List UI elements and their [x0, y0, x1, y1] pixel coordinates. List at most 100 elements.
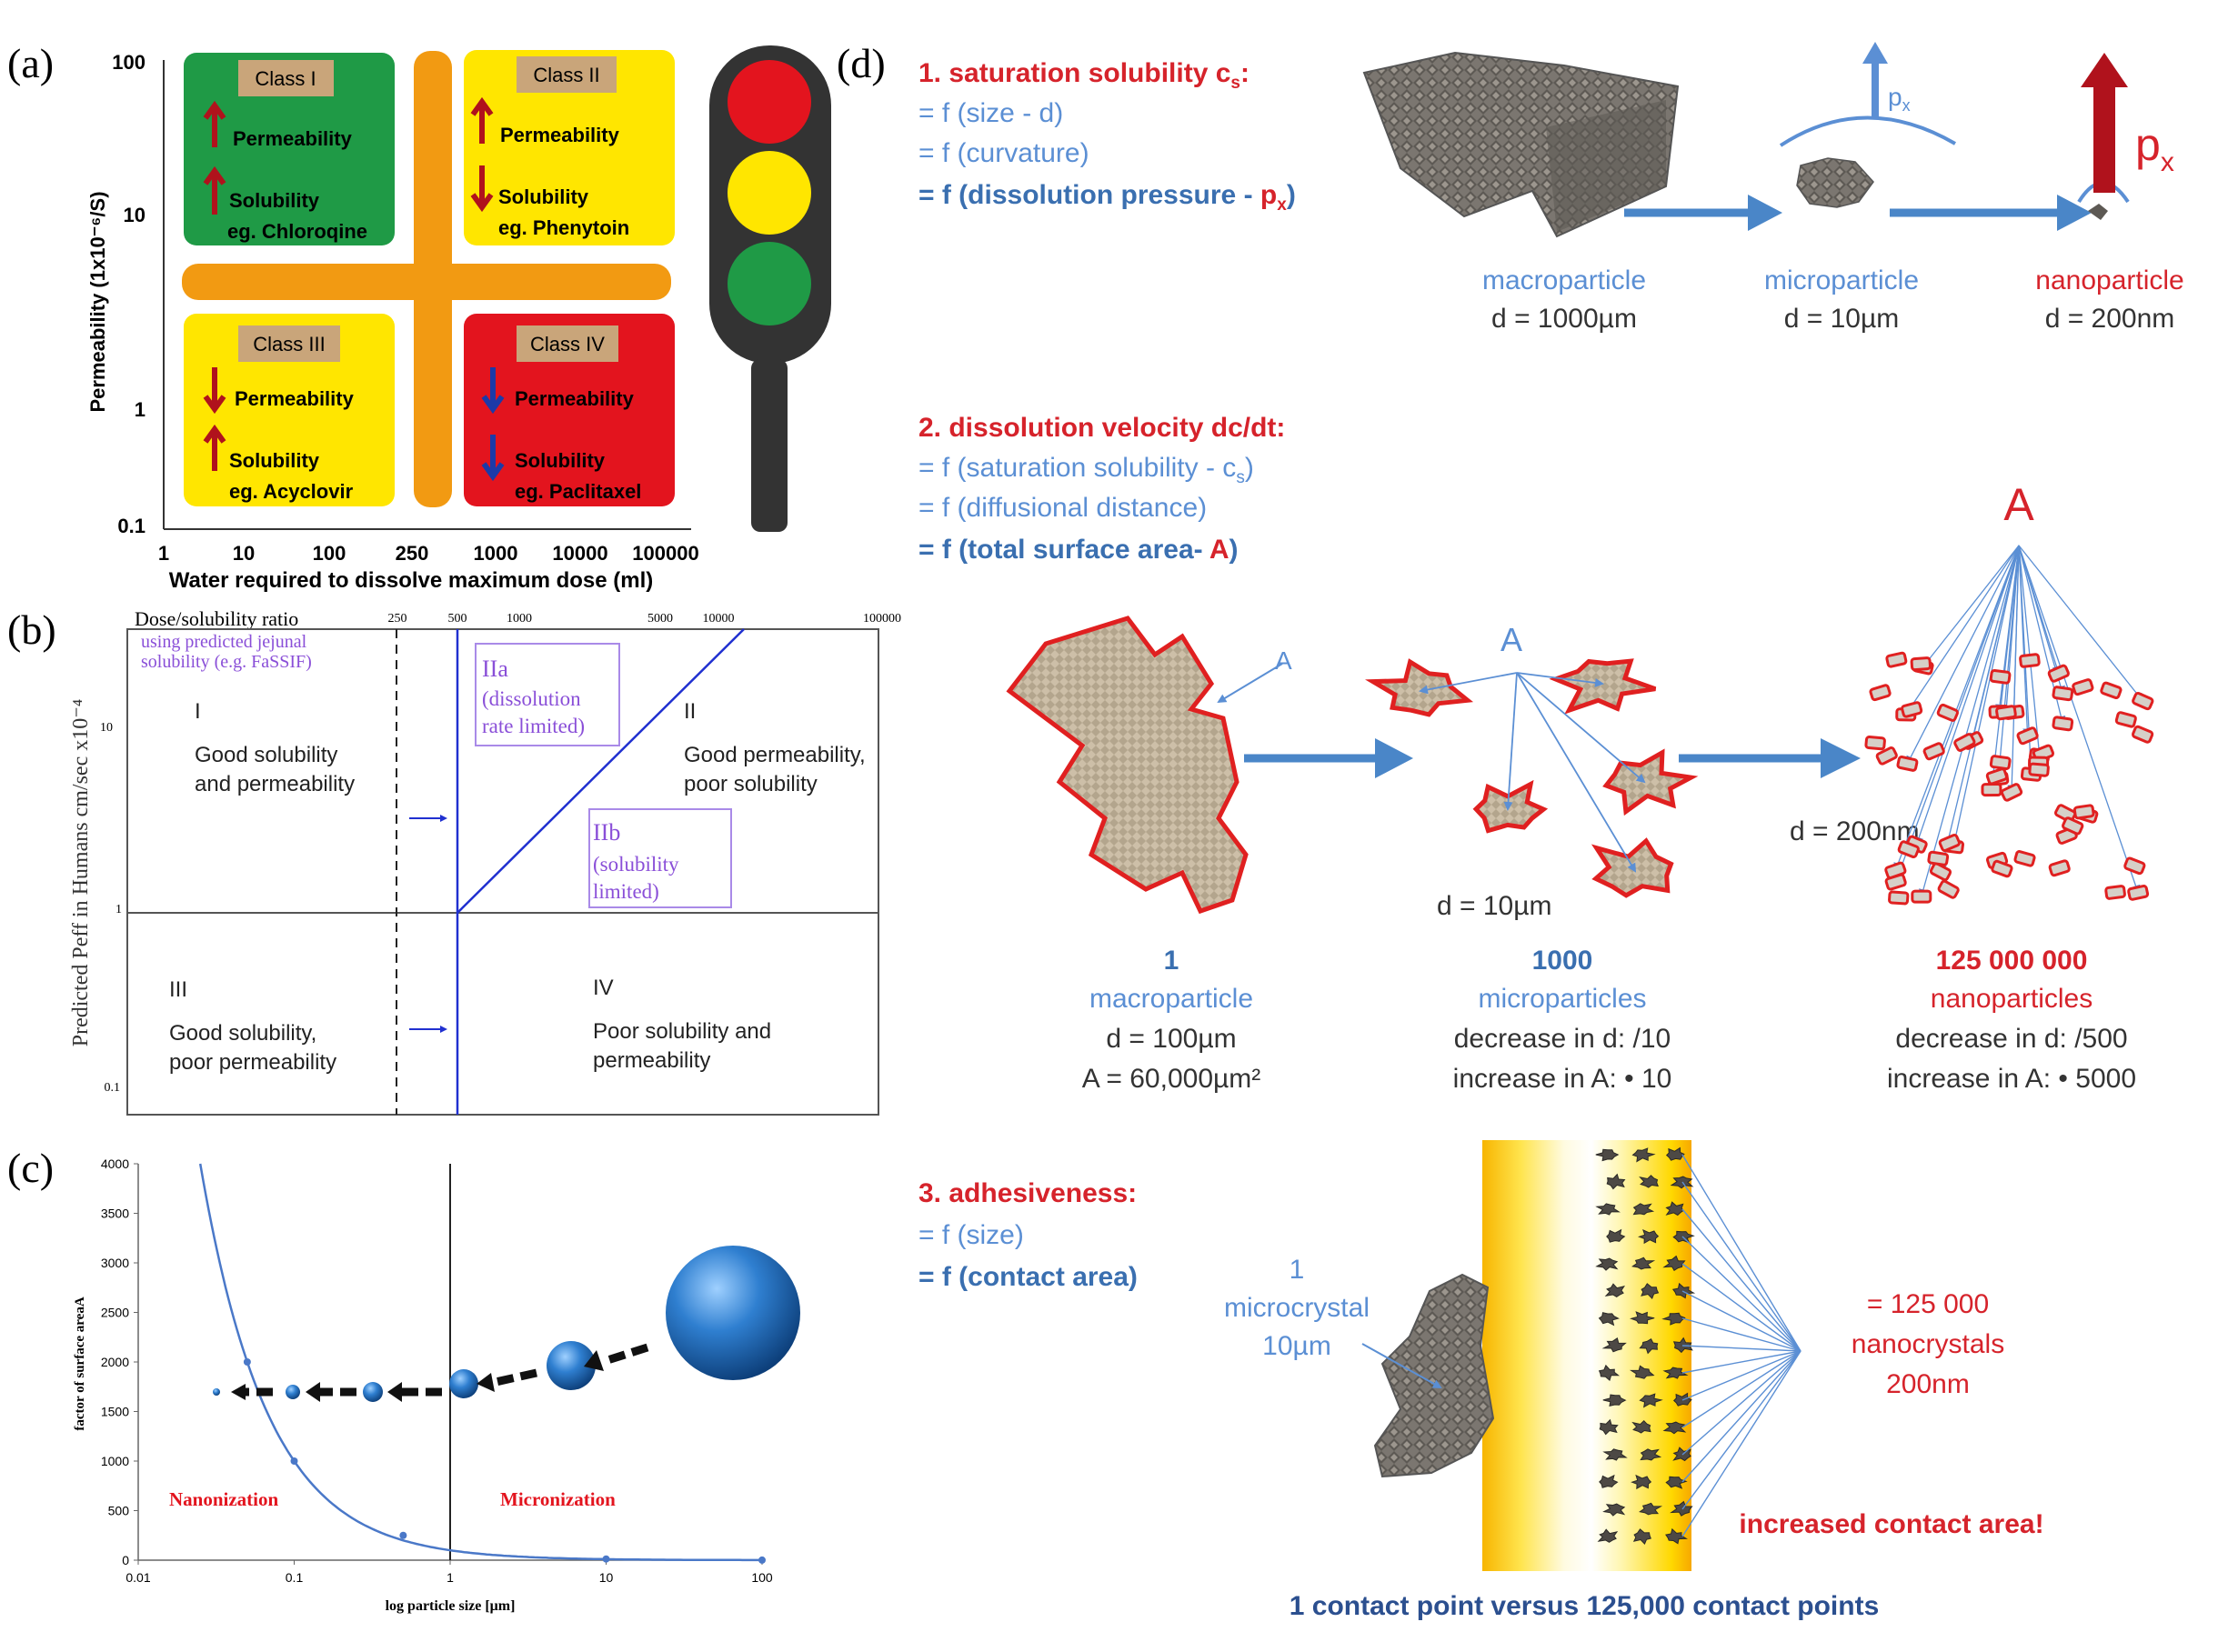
count-2-name: microparticles	[1478, 984, 1646, 1014]
region-iii-line1: Good solubility,	[169, 1021, 316, 1046]
panel-a-x-tick: 100	[313, 542, 346, 565]
traffic-light-icon	[709, 45, 831, 532]
nanoparticle	[2104, 885, 2126, 900]
iia-title: IIa	[482, 656, 508, 682]
fassif-note: using predicted jejunal	[141, 632, 307, 652]
contact-points-caption: 1 contact point versus 125,000 contact p…	[1290, 1591, 1880, 1621]
nanoparticle	[1989, 755, 2012, 771]
area-pointer-line	[2009, 545, 2020, 715]
sphere-icon	[213, 1388, 220, 1396]
panel-c: (c) 400035003000250020001500100050000.01…	[7, 1145, 800, 1614]
nanoparticle	[2048, 859, 2071, 877]
contact-pointer-line	[1681, 1290, 1801, 1352]
panel-b: (b) Dose/solubility ratio 250 500 1000 5…	[7, 606, 901, 1116]
microparticle	[1549, 658, 1657, 715]
c-y-tick-label: 2000	[101, 1355, 129, 1369]
iib-line2: limited)	[593, 880, 659, 903]
c-x-tick-label: 10	[599, 1570, 614, 1585]
class-ii-tag	[517, 56, 617, 93]
nanoparticle	[2052, 686, 2074, 702]
area-pointer-line	[1419, 672, 1518, 695]
nanoparticle	[2062, 816, 2084, 836]
panel-b-label: (b)	[7, 606, 56, 653]
region-i-line2: and permeability	[195, 772, 355, 796]
arrow-down-icon	[203, 367, 226, 415]
nanoparticles-cluster	[1864, 545, 2154, 906]
nanocrystal	[1602, 1503, 1626, 1517]
nanoparticle	[1875, 746, 1898, 766]
arrow-down-icon	[470, 165, 494, 213]
area-pointer-line	[1893, 545, 2020, 873]
class-iii-permeability: Permeability	[235, 387, 355, 410]
increased-contact-label: increased contact area!	[1739, 1509, 2043, 1539]
count-1-size: d = 100µm	[1106, 1024, 1236, 1054]
iib-line1: (solubility	[593, 853, 679, 876]
arrow-down-icon	[481, 367, 505, 415]
panel-c-x-axis-label: log particle size [μm]	[386, 1598, 516, 1614]
region-i-line1: Good solubility	[195, 743, 337, 767]
nanocrystal	[1631, 1474, 1652, 1490]
nanocrystal	[1632, 1203, 1655, 1216]
nanocrystal	[1630, 1311, 1655, 1325]
nanoparticle	[2123, 856, 2146, 876]
class-ii-tag-text: Class II	[533, 64, 599, 86]
count-3-name: nanoparticles	[1931, 984, 2093, 1014]
nanoparticle	[2047, 664, 2070, 683]
class-iii-box	[184, 314, 395, 506]
nanoparticle	[1864, 736, 1886, 751]
nanoparticle	[2072, 678, 2094, 696]
nanocrystal	[1637, 1228, 1660, 1245]
area-pointer-line	[2018, 545, 2043, 757]
nanoparticle	[2072, 804, 2095, 820]
c-y-tick-label: 2500	[101, 1306, 129, 1320]
count-3-increase: increase in A: • 5000	[1887, 1064, 2136, 1094]
arrowhead-icon	[306, 1382, 320, 1402]
region-i-roman: I	[195, 699, 201, 724]
region-iv-line1: Poor solubility and	[593, 1019, 771, 1044]
count-2-increase: increase in A: • 10	[1453, 1064, 1672, 1094]
microparticle-label: microparticle	[1764, 265, 1919, 295]
panel-a-y-axis-label: Permeability (1x10⁻⁶/S)	[86, 191, 109, 412]
section-2-line-2: = f (diffusional distance)	[918, 493, 1207, 523]
panel-b-y-tick: 10	[100, 721, 113, 735]
c-x-tick-label: 100	[751, 1570, 773, 1585]
nanoparticle	[1901, 701, 1923, 718]
class-i-example: eg. Chloroqine	[227, 220, 367, 243]
area-pointer-line	[1516, 672, 1646, 784]
shrinking-spheres-illustration	[213, 1246, 800, 1402]
nanoparticle	[1884, 873, 1907, 891]
panel-a-x-tick: 1	[158, 542, 169, 565]
contact-pointer-line	[1681, 1350, 1801, 1456]
microcrystal-count: 1	[1290, 1255, 1305, 1285]
panel-a-x-tick: 10	[233, 542, 255, 565]
surface-area-curve	[198, 1163, 762, 1562]
section-3-line-2: = f (contact area)	[918, 1262, 1138, 1292]
nanocrystal	[1606, 1173, 1626, 1190]
area-pointer-line	[1937, 545, 2020, 874]
nanocrystal	[1598, 1312, 1620, 1327]
contact-pointer-line	[1681, 1236, 1801, 1352]
nanocrystal	[1599, 1418, 1619, 1436]
count-1-area: A = 60,000µm²	[1082, 1064, 1261, 1094]
arrow-up-icon	[470, 96, 494, 144]
panel-b-blue-diagonal	[457, 628, 745, 914]
nanocrystal	[1639, 1502, 1663, 1516]
count-2-decrease: decrease in d: /10	[1454, 1024, 1671, 1054]
c-y-tick-label: 4000	[101, 1156, 129, 1171]
microcrystal-label: microcrystal	[1224, 1293, 1370, 1323]
c-x-tick-label: 0.01	[125, 1570, 150, 1585]
macroparticle-size: d = 1000µm	[1491, 304, 1637, 334]
nano-size-label: d = 200nm	[1790, 816, 1920, 846]
data-point	[602, 1555, 610, 1563]
nanoparticle	[2100, 681, 2123, 700]
top-tick: 100000	[863, 612, 901, 626]
nanocrystal-size: 200nm	[1886, 1369, 1970, 1399]
arrowhead-icon	[1821, 738, 1861, 778]
macroparticle-label: macroparticle	[1482, 265, 1646, 295]
dashed-arrow-icon	[603, 1343, 649, 1366]
arrowhead-icon	[1862, 42, 1888, 64]
count-3: 125 000 000	[1936, 946, 2088, 976]
contact-pointer-line	[1681, 1350, 1801, 1428]
nano-area-label: A	[2003, 479, 2034, 530]
